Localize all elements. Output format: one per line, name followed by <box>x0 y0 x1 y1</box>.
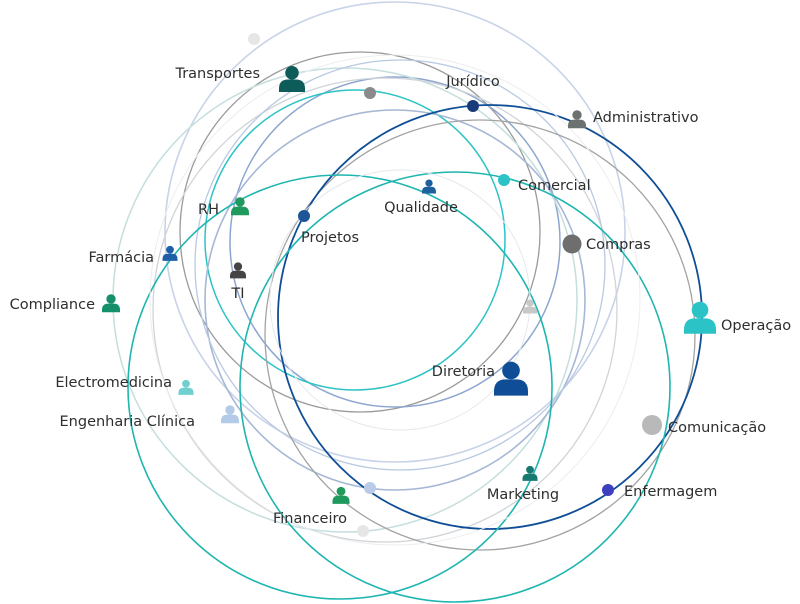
label-marketing: Marketing <box>487 487 559 503</box>
label-enfermagem: Enfermagem <box>624 484 717 500</box>
ring-grey-upper <box>179 51 541 413</box>
comunicacao-dot-icon <box>642 415 662 435</box>
ti-person-icon <box>230 262 246 279</box>
label-financeiro: Financeiro <box>273 511 347 527</box>
unlabeled-4-dot-icon <box>364 482 376 494</box>
label-compras: Compras <box>586 237 651 253</box>
juridico-dot-icon <box>467 100 479 112</box>
ring-mid-blue <box>204 109 586 491</box>
label-administrativo: Administrativo <box>593 110 699 126</box>
unlabeled-1-dot-icon <box>248 33 260 45</box>
farmacia-person-icon <box>162 245 178 261</box>
ring-teal-right <box>239 171 671 603</box>
label-engenharia: Engenharia Clínica <box>60 414 195 430</box>
ring-blue-upper <box>229 76 561 408</box>
projetos-dot-icon <box>298 210 310 222</box>
label-transportes: Transportes <box>174 66 260 82</box>
label-farmacia: Farmácia <box>89 250 155 266</box>
operacao-person-icon <box>684 301 716 334</box>
ring-teal-upper <box>204 89 506 391</box>
label-rh: RH <box>198 202 219 218</box>
label-comunicacao: Comunicação <box>668 420 766 436</box>
label-electromedicina: Electromedicina <box>55 375 172 391</box>
electromedicina-person-icon <box>178 379 194 395</box>
ring-faint-outer <box>149 54 641 546</box>
label-juridico: Jurídico <box>445 74 500 90</box>
administrativo-person-icon <box>568 110 586 129</box>
label-projetos: Projetos <box>301 230 359 246</box>
marketing-person-icon <box>522 465 538 481</box>
financeiro-person-icon <box>332 486 350 504</box>
ring-grey-right <box>264 119 696 551</box>
label-diretoria: Diretoria <box>432 364 495 380</box>
unlabeled-3-person-icon <box>523 299 537 314</box>
label-compliance: Compliance <box>10 297 95 313</box>
diretoria-person-icon <box>494 361 528 396</box>
ring-pale-grey <box>152 77 618 543</box>
comercial-dot-icon <box>498 174 510 186</box>
engenharia-person-icon <box>221 405 239 424</box>
label-comercial: Comercial <box>518 178 591 194</box>
unlabeled-2-dot-icon <box>364 87 376 99</box>
ring-teal-left <box>127 174 553 600</box>
label-qualidade: Qualidade <box>384 200 458 216</box>
ring-pale-blue-large <box>164 1 626 463</box>
nodes-layer <box>102 33 716 537</box>
rh-person-icon <box>231 197 249 216</box>
compliance-person-icon <box>102 294 120 313</box>
compras-dot-icon <box>562 234 582 254</box>
qualidade-person-icon <box>422 179 436 194</box>
enfermagem-dot-icon <box>602 484 614 496</box>
ring-light-blue <box>194 59 606 471</box>
rings-layer <box>112 1 703 603</box>
label-ti: TI <box>230 286 244 302</box>
label-operacao: Operação <box>721 318 791 334</box>
unlabeled-5-dot-icon <box>357 525 369 537</box>
transportes-person-icon <box>279 65 305 92</box>
